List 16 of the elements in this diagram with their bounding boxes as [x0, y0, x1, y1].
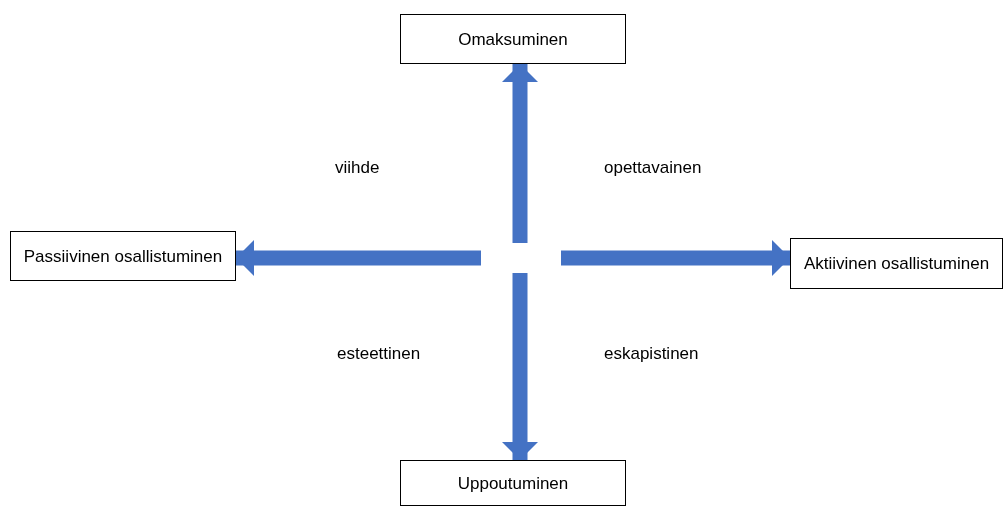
block-arrow	[502, 273, 538, 460]
box-label: Aktiivinen osallistuminen	[803, 253, 990, 274]
label-box	[10, 231, 236, 281]
quadrant-label: eskapistinen	[604, 344, 699, 364]
label-box	[790, 238, 1003, 289]
block-arrow	[236, 240, 481, 276]
block-arrow	[502, 64, 538, 243]
quadrant-label: esteettinen	[337, 344, 421, 364]
block-arrow	[561, 240, 790, 276]
label-box	[400, 14, 626, 64]
label-box	[400, 460, 626, 506]
box-label: Passiivinen osallistuminen	[23, 245, 223, 267]
box-label: Uppoutuminen	[457, 472, 569, 494]
quadrant-label: viihde	[335, 158, 380, 178]
box-label: Omaksuminen	[458, 28, 568, 50]
quadrant-label: opettavainen	[604, 158, 702, 178]
